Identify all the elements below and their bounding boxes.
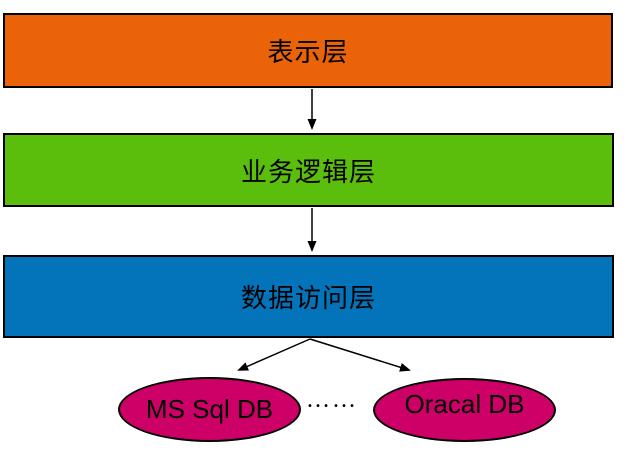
db-label-oracal: Oracal DB bbox=[404, 388, 525, 419]
ellipse-ms-sql-db: MS Sql DB bbox=[118, 377, 301, 442]
db-label-ms-sql: MS Sql DB bbox=[145, 394, 274, 424]
layer-label-presentation: 表示层 bbox=[267, 38, 349, 67]
layer-label-business-logic: 业务逻辑层 bbox=[240, 157, 376, 187]
layer-box-presentation: 表示层 bbox=[3, 13, 613, 88]
diagonal-arrow-to-oracal-db bbox=[309, 338, 411, 372]
diagonal-arrow-to-ms-sql-db bbox=[237, 338, 311, 371]
ellipse-oracal-db: Oracal DB bbox=[373, 378, 556, 442]
ellipsis-dots: …… bbox=[306, 387, 358, 413]
layer-label-data-access: 数据访问层 bbox=[240, 284, 376, 313]
layer-box-data-access: 数据访问层 bbox=[3, 255, 614, 338]
layer-box-business-logic: 业务逻辑层 bbox=[3, 133, 614, 207]
